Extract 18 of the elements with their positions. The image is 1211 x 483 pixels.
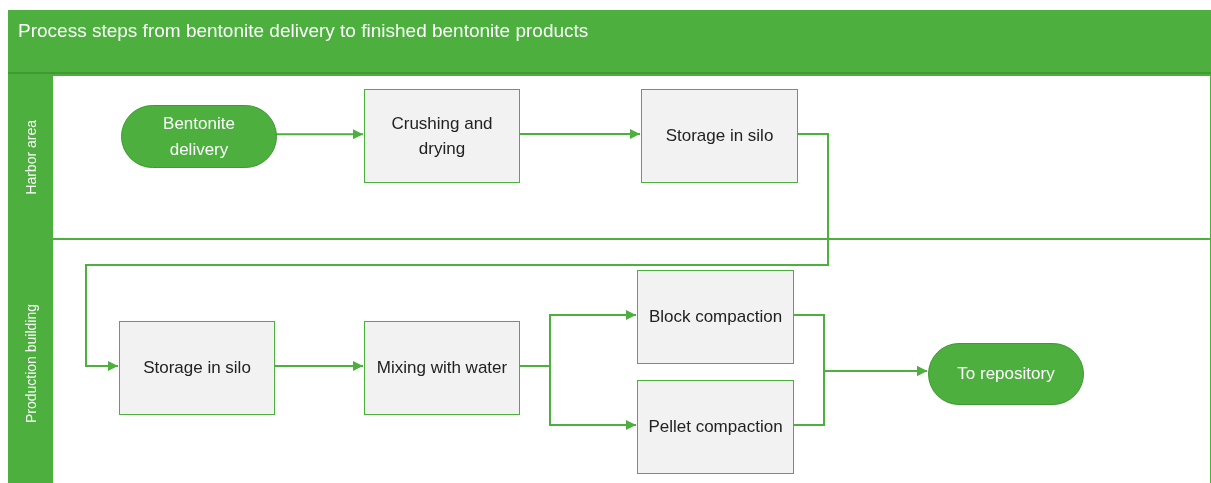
arrow xyxy=(275,129,364,140)
lane-label: Harbor area xyxy=(23,119,39,195)
arrow xyxy=(85,133,829,371)
process-box: Storage in silo xyxy=(119,321,275,415)
terminal-pill: To repository xyxy=(928,343,1084,405)
swimlane xyxy=(8,238,1211,483)
process-box: Pellet compaction xyxy=(637,380,794,474)
swimlane xyxy=(8,74,1211,239)
arrow xyxy=(518,129,641,139)
terminal-pill: Bentonite delivery xyxy=(121,105,277,168)
arrow xyxy=(792,366,928,426)
process-box: Storage in silo xyxy=(641,89,798,183)
process-box: Block compaction xyxy=(637,270,794,364)
diagram-title: Process steps from bentonite delivery to finished bentonite products xyxy=(18,20,589,42)
process-box: Mixing with water xyxy=(364,321,520,415)
process-box: Crushing and drying xyxy=(364,89,520,183)
arrow xyxy=(273,361,364,371)
lane-label: Production building xyxy=(23,303,39,424)
